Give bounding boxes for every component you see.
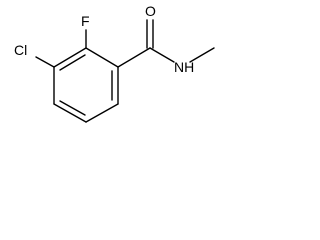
ring-bond-c5-c6 [85,103,119,123]
ring-bond-c2-c3 [53,47,87,68]
oxygen-label: O [145,3,156,19]
bond-c1-carbonyl [117,47,151,68]
bond-carbonyl-n [149,47,175,63]
ring-bond-c4-c5 [53,103,87,123]
ring-double-c2-c3 [59,54,86,71]
fluorine-label: F [81,13,90,29]
ring-bond-c1-c2 [85,47,119,68]
structure-diagram: Cl F O NH [0,0,226,134]
bond-c3-cl [35,56,55,68]
nh-label: NH [174,59,194,75]
ring-double-c4-c5 [59,100,86,116]
molecule-drawing: Cl F O NH [14,3,215,123]
bond-n-methyl [189,47,215,63]
chlorine-label: Cl [14,42,27,58]
